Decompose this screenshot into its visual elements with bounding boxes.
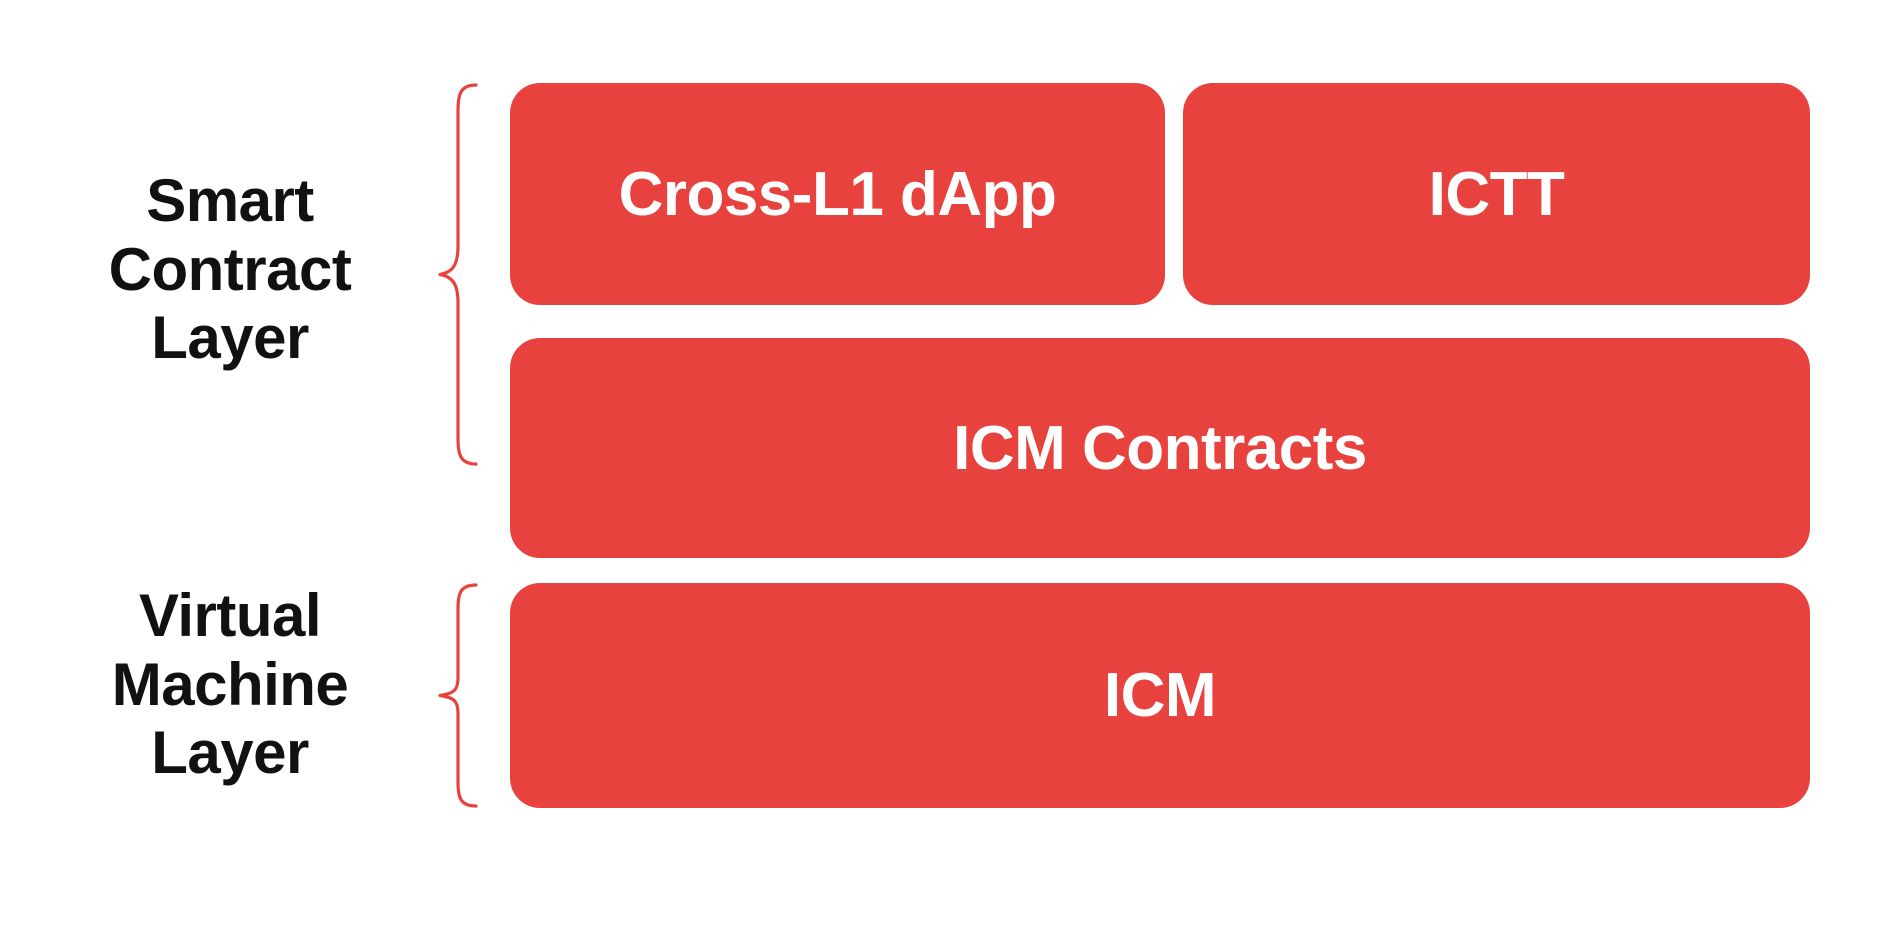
group-label-line: Smart bbox=[146, 167, 314, 235]
group-label-line: Machine bbox=[111, 650, 349, 718]
group-label-line: Virtual bbox=[138, 582, 322, 650]
group-label-virtual-machine-layer: Virtual Machine Layer bbox=[60, 565, 400, 805]
group-label-line: Contract bbox=[108, 235, 352, 303]
box-ictt[interactable]: ICTT bbox=[1183, 83, 1810, 305]
group-label-line: Layer bbox=[151, 719, 309, 787]
group-label-smart-contract-layer: Smart Contract Layer bbox=[60, 150, 400, 390]
box-icm-contracts[interactable]: ICM Contracts bbox=[510, 338, 1810, 558]
left-curly-brace-icon-virtual-machine bbox=[438, 583, 478, 808]
box-cross-l1-dapp[interactable]: Cross-L1 dApp bbox=[510, 83, 1165, 305]
left-curly-brace-icon-smart-contract bbox=[438, 83, 478, 466]
group-label-line: Layer bbox=[151, 304, 309, 372]
box-icm[interactable]: ICM bbox=[510, 583, 1810, 808]
